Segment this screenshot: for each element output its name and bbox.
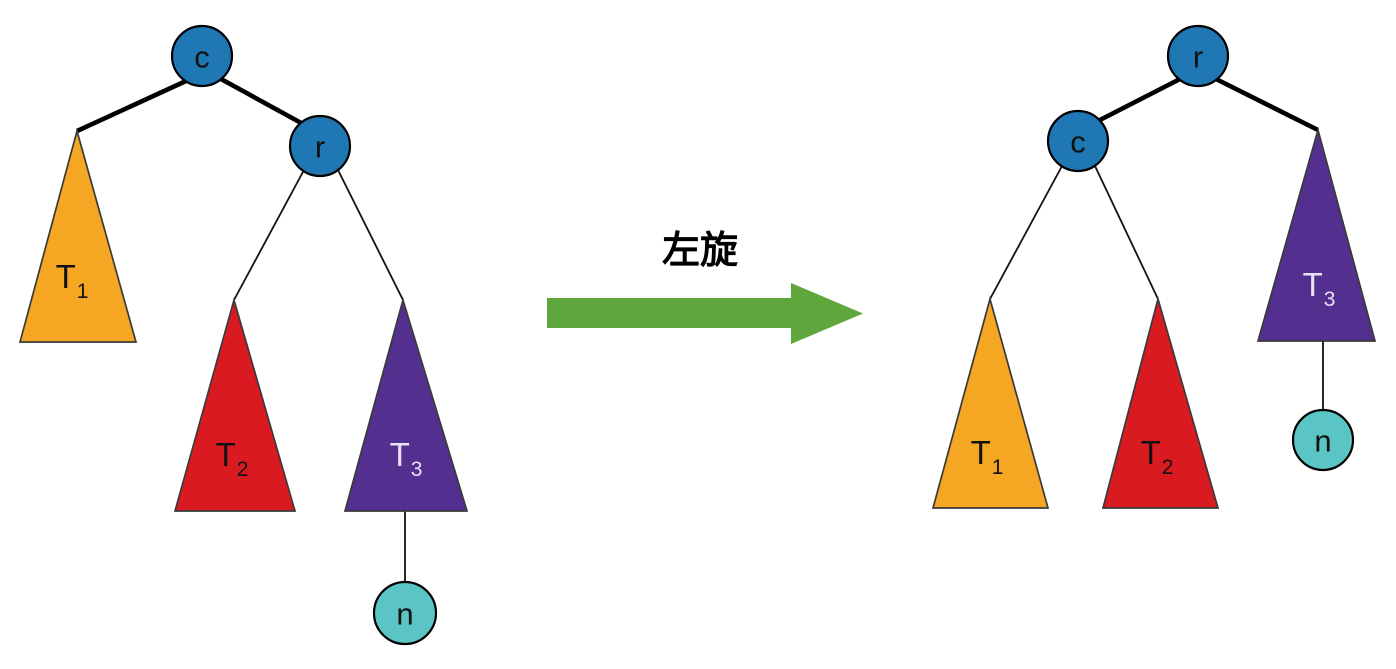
- edge-c-to-T1: [76, 78, 187, 134]
- subtree-triangle-T1: [931, 295, 1050, 509]
- subtree-label-T1: T1: [971, 434, 1004, 479]
- edge-c-to-T2: [1094, 165, 1159, 300]
- subtree-label-T3: T3: [1303, 266, 1336, 311]
- subtree-label-T2: T2: [1141, 434, 1174, 479]
- subtree-label-T1: T1: [56, 258, 89, 303]
- edge-r-to-T3: [1214, 76, 1320, 133]
- edge-r-to-T3: [337, 169, 404, 301]
- subtree-triangle-T1: [18, 127, 138, 343]
- subtree-triangle-T3: [343, 296, 469, 512]
- node-circle-r: [288, 114, 352, 178]
- node-label-r: r: [1193, 40, 1203, 75]
- node-circle-c: [1046, 109, 1110, 173]
- subtree-triangle-T3: [1256, 126, 1377, 342]
- node-circle-c: [170, 24, 234, 88]
- subtree-label-T2: T2: [216, 436, 249, 481]
- rotation-transition: 左旋: [547, 230, 863, 344]
- subtree-triangle-T2: [173, 296, 297, 512]
- right-arrow-icon: [547, 283, 863, 344]
- rotation-caption: 左旋: [662, 230, 738, 272]
- node-label-n: n: [396, 597, 413, 632]
- edge-r-to-c: [1094, 76, 1182, 125]
- node-circle-r: [1166, 24, 1230, 88]
- node-circle-n: [372, 580, 438, 646]
- edge-c-to-r: [219, 76, 305, 127]
- node-label-r: r: [315, 130, 325, 165]
- before-rotation-tree: T1 T2 T3 c r n: [18, 24, 469, 646]
- node-label-n: n: [1314, 424, 1331, 459]
- subtree-triangle-T2: [1101, 295, 1220, 509]
- after-rotation-tree: T1 T2 T3 r c n: [931, 24, 1377, 509]
- subtree-label-T3: T3: [390, 436, 423, 481]
- edge-c-to-T1: [989, 165, 1063, 300]
- node-label-c: c: [1070, 125, 1086, 160]
- node-circle-n: [1291, 408, 1355, 472]
- edge-r-to-T2: [233, 169, 305, 301]
- node-label-c: c: [194, 40, 210, 75]
